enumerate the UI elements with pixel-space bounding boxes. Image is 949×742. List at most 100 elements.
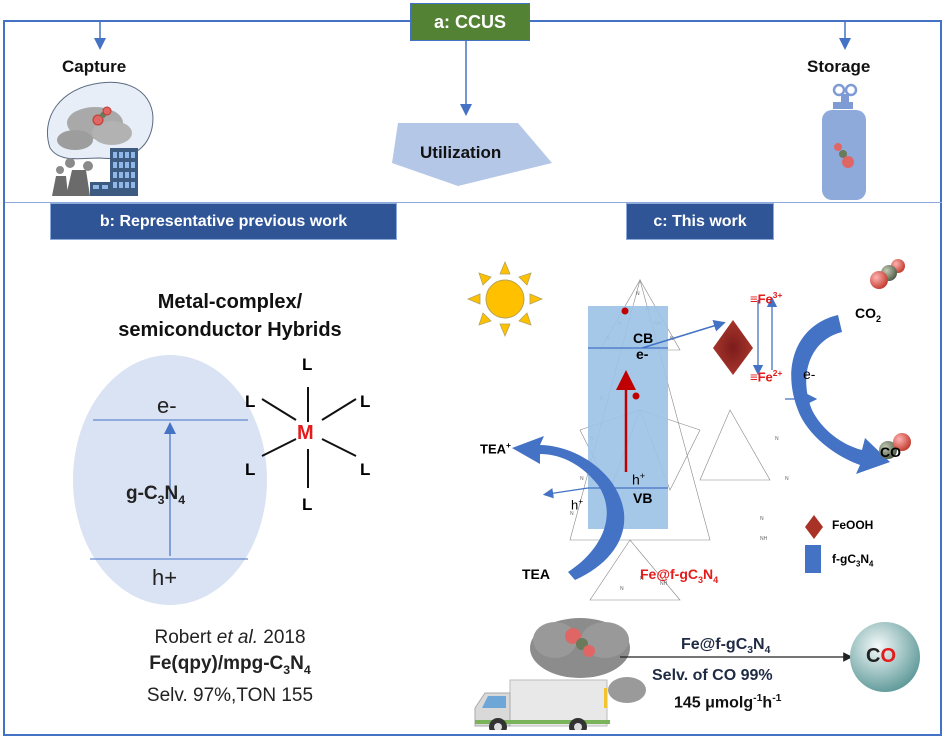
rate-sup1: -1 [753,693,763,704]
ligand-bottom-right: L [360,460,371,479]
co2-molecule-icon [870,259,905,289]
reference-performance: Selv. 97%,TON 155 [146,684,314,706]
electron-transfer-label: e- [803,366,816,382]
fe2-sup: 2+ [772,368,783,378]
rate-sup2: -1 [772,693,782,704]
ref-author: Robert [154,627,217,648]
svg-text:N: N [760,516,764,522]
catalyst-sub2: 4 [713,574,719,585]
band-bottom-label: h+ [152,565,178,590]
vb-hole-label: h+ [632,471,645,488]
svg-text:N: N [580,476,584,482]
panel-b-title-line2: semiconductor Hybrids [118,319,342,341]
legend-fgc3n4-label: f-gC3N4 [832,552,873,568]
catalyst-name-text: Fe@f-gC [640,566,698,582]
cb-to-fe3-arrow [641,320,726,349]
hole-text: h [571,497,579,513]
section-divider [5,202,942,203]
exhaust-puff-icon [608,677,646,703]
hole-sup: + [578,496,584,506]
fe2-text: ≡Fe [750,369,773,385]
f-gc3n4-band-block [588,306,668,529]
reaction-scheme [474,618,920,730]
co2-sub: 2 [876,313,882,324]
factory-capture-icon [46,81,154,196]
reaction-catalyst-text: Fe@f-gC [681,636,748,653]
ligand-top: L [302,355,313,374]
ref-etal: et al. [216,627,258,648]
co-molecule-icon [879,433,911,459]
co-product-c: C [866,645,881,667]
panel-b-header: b: Representative previous work [50,203,397,240]
co-product-o: O [880,645,897,667]
semiconductor-text: g-C [126,483,158,504]
legend-fgc3n4-sub1: 3 [856,559,861,569]
co2-text: CO [855,305,876,321]
reference-citation: Robert et al. 2018 [60,625,400,651]
storage-label: Storage [807,57,871,76]
hole-transfer-arrow [542,487,589,499]
truck-icon [474,679,610,730]
rate-value: 145 μmolg [674,694,754,712]
sun-icon [466,260,544,338]
band-top-label: e- [157,393,177,418]
semiconductor-mid: N [164,483,179,504]
panel-b-title: Metal-complex/ semiconductor Hybrids [60,288,400,344]
tea-oxidation-arrow [512,436,625,580]
svg-text:N: N [785,476,789,482]
reaction-catalyst-label: Fe@f-gC3N4 [681,636,770,656]
fe-dot [632,392,640,400]
hole-label: h+ [571,496,583,512]
legend-fgc3n4-sub2: 4 [869,559,874,569]
reaction-catalyst-sub2: 4 [764,645,771,657]
svg-text:N: N [570,511,574,517]
svg-text:N: N [620,586,624,592]
svg-text:N: N [775,436,779,442]
semiconductor-sub2: 4 [178,492,186,507]
reaction-catalyst-sub1: 3 [747,645,754,657]
catalyst-name-label: Fe@f-gC3N4 [640,566,718,585]
legend-fgc3n4-text: f-gC [832,552,856,566]
catalyst-mid: N [703,566,714,582]
fe-dot [621,307,629,315]
ligand-top-left: L [245,392,256,411]
cb-electron-label: e- [636,346,649,362]
svg-text:NH: NH [760,536,768,542]
emission-cloud-icon [530,618,630,678]
ligand-bottom-left: L [245,460,256,479]
co2-label: CO2 [855,305,881,324]
ref-year: 2018 [257,627,306,648]
capture-label: Capture [62,57,127,76]
co-label: CO [880,444,901,460]
ref-catalyst-sub1: 3 [283,662,291,677]
svg-text:N: N [636,291,640,297]
semiconductor-label: g-C3N4 [126,483,185,507]
co2-reduction-arrow [791,315,890,474]
legend-fgc3n4-swatch [805,545,821,573]
reaction-rate: 145 μmolg-1h-1 [674,693,781,712]
ccus-connectors [94,22,851,186]
feooh-diamond [713,320,753,375]
ccus-title-box: a: CCUS [410,3,530,41]
rate-h: h [762,694,773,712]
fe3-label: ≡Fe3+ [750,290,782,306]
legend-fgc3n4-mid: N [860,552,870,566]
tea-plus-sup: + [506,440,511,450]
vb-hole-sup: + [639,471,646,481]
panel-b-title-line1: Metal-complex/ [157,291,303,313]
svg-text:N: N [640,576,644,582]
semiconductor-sub1: 3 [157,492,165,507]
co-product-label: CO [866,645,896,668]
panel-c-header: c: This work [626,203,774,240]
tea-plus-label: TEA+ [480,440,511,456]
reference-catalyst: Fe(qpy)/mpg-C3N4 [60,651,400,683]
legend-feooh-swatch [805,515,823,539]
co-product-sphere [850,622,920,692]
catalyst-sub1: 3 [697,574,704,585]
svg-text:NH: NH [660,581,668,587]
tea-label: TEA [522,566,550,582]
fe3-text: ≡Fe [750,291,773,307]
tea-plus-text: TEA [480,441,506,457]
metal-complex [261,387,357,488]
